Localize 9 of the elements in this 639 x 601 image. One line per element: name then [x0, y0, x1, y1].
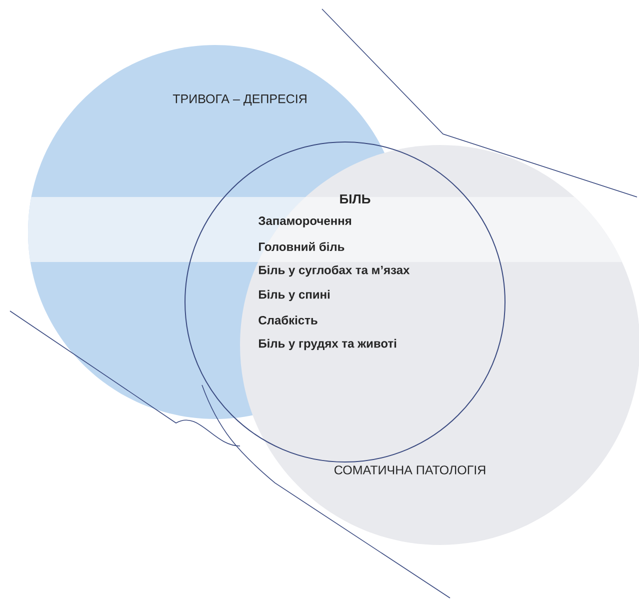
heading: БІЛЬ [340, 194, 370, 204]
circle-label: ТРИВОГА – ДЕПРЕСІЯ [172, 94, 306, 106]
list-item: Біль у грудях та животі [259, 338, 396, 350]
circle-label: СОМАТИЧНА ПАТОЛОГІЯ [334, 466, 486, 474]
list-item: Біль у суглобах та м’язах [259, 265, 410, 277]
list-item: Слабкість [258, 316, 318, 324]
list-item: Головний біль [259, 242, 344, 251]
list-item: Запаморочення [258, 216, 352, 228]
list-item: Біль у спині [259, 290, 330, 302]
